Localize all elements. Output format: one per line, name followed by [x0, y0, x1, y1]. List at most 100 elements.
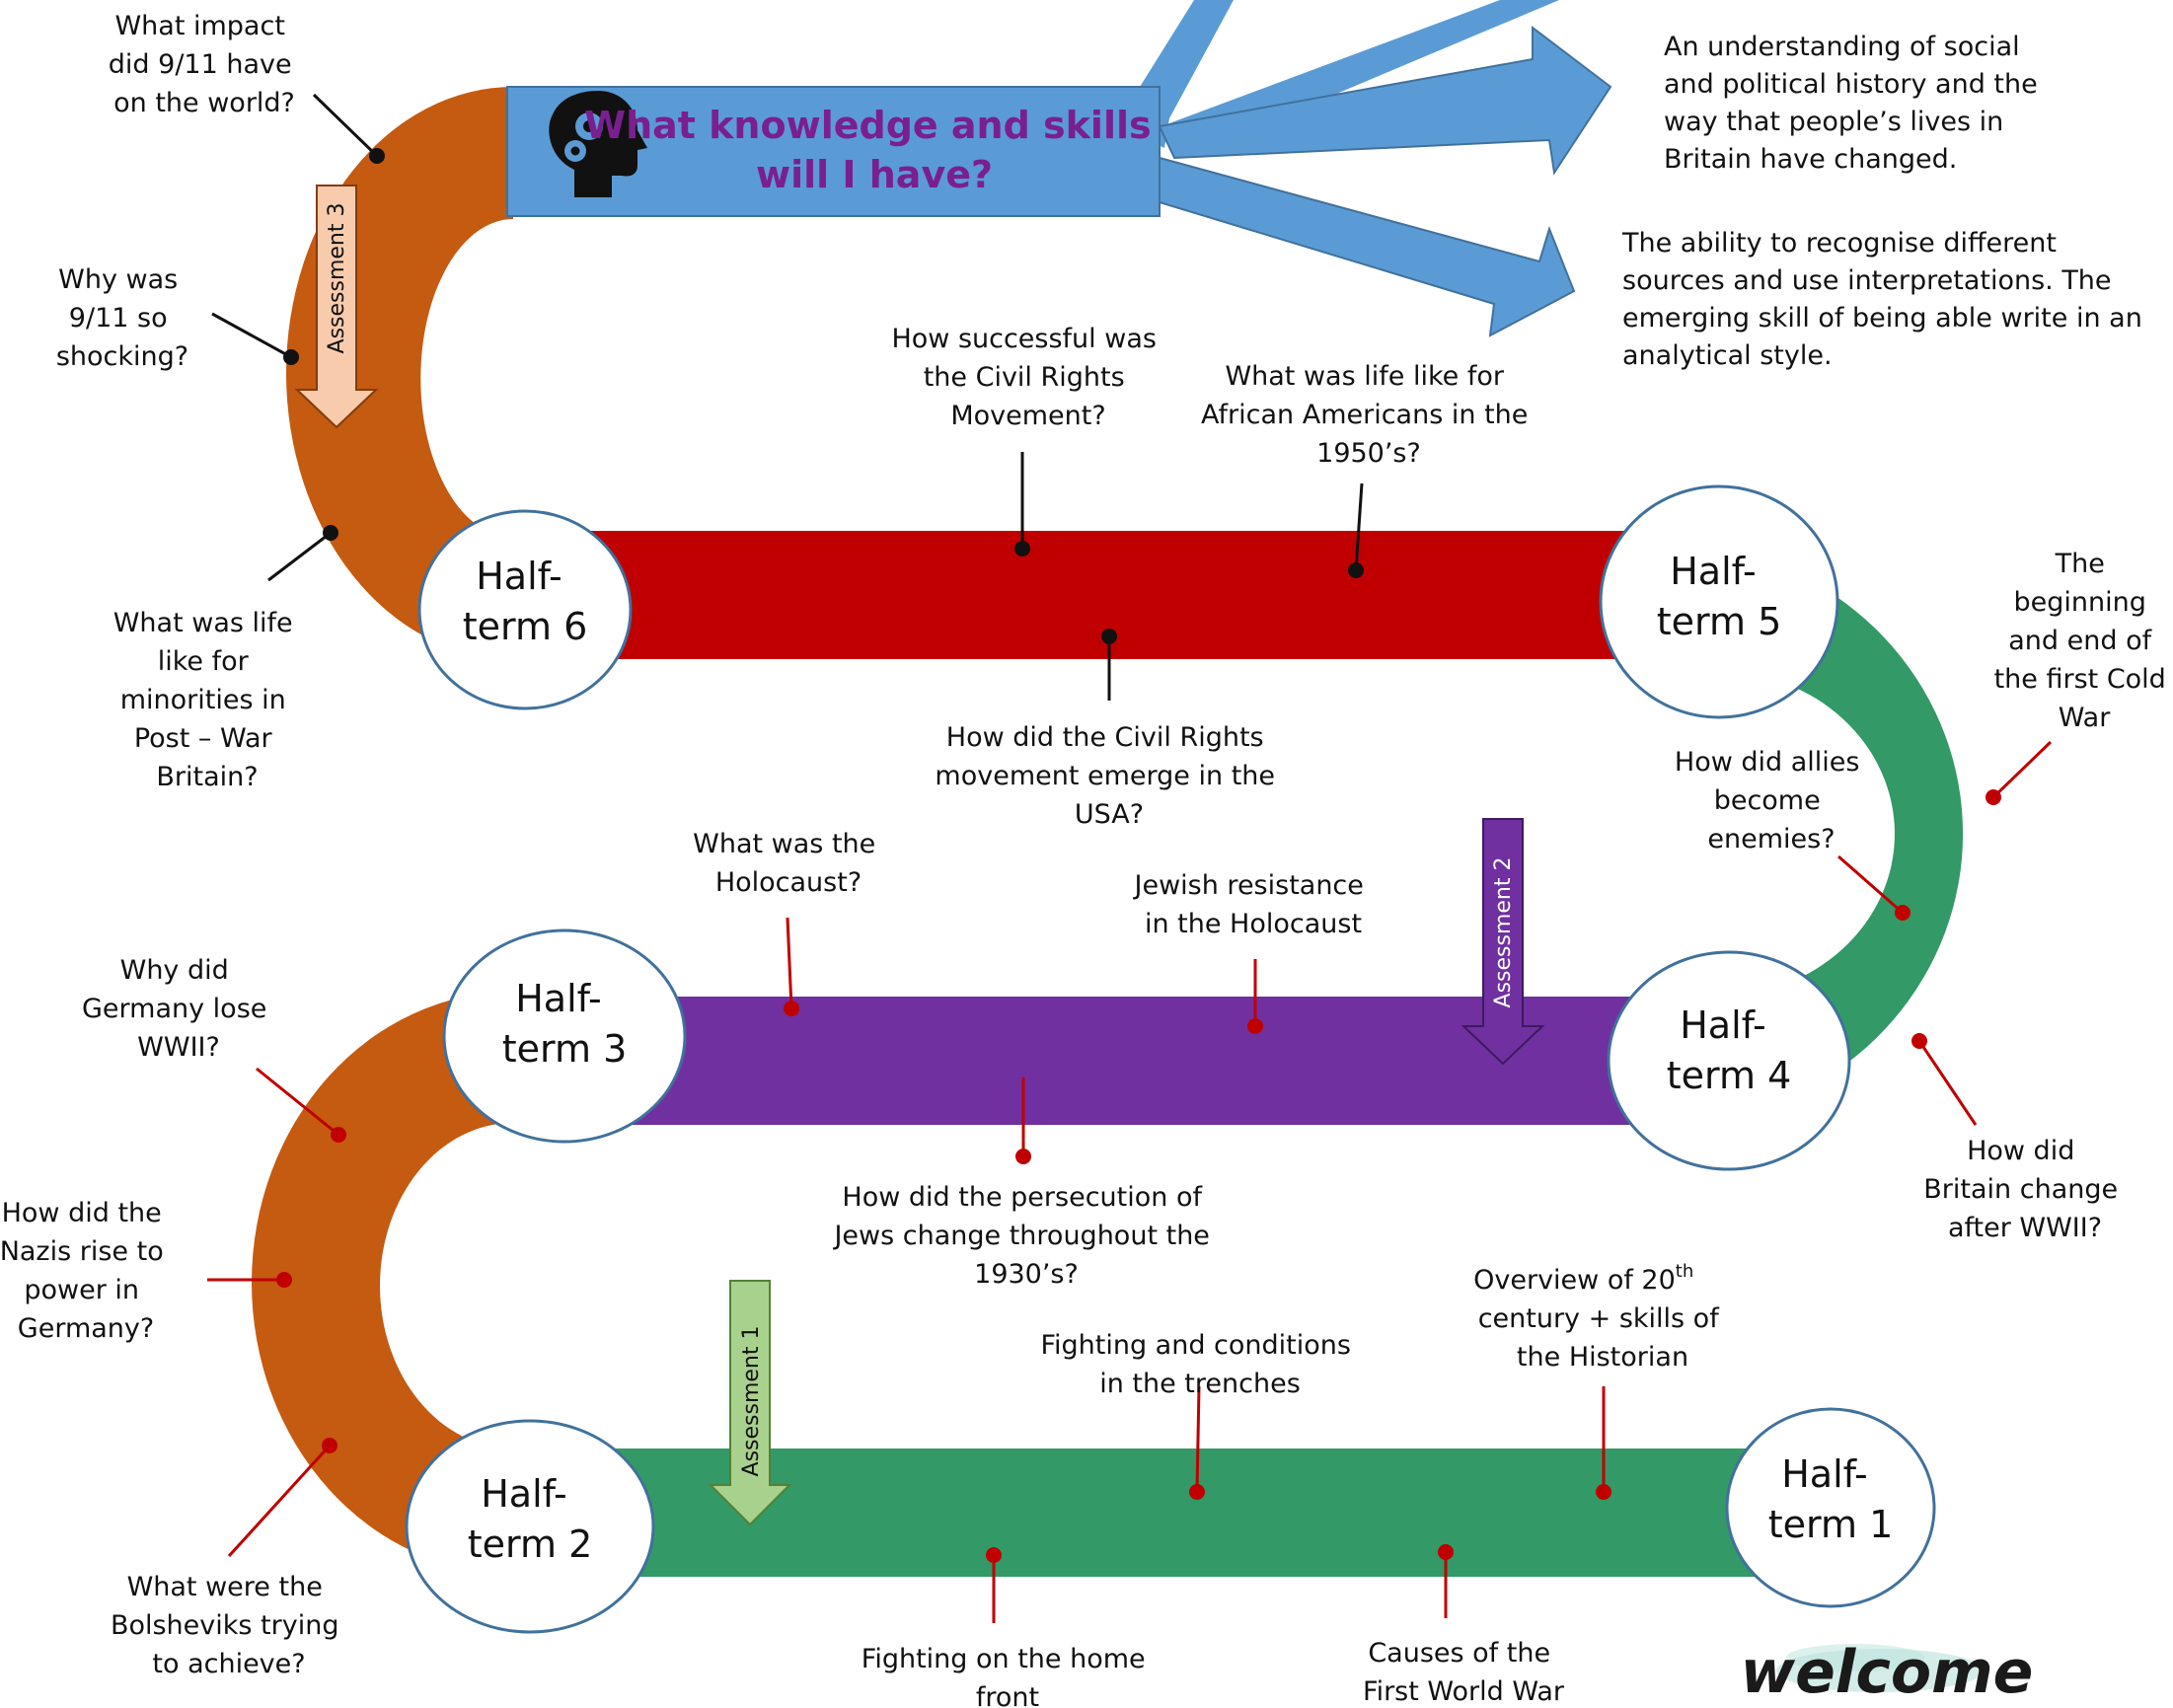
topic-allies-enemies-line-2: become [1714, 785, 1821, 816]
outcome-arrows [1115, 0, 1612, 337]
topic-resistance-line-1: Jewish resistance [1133, 870, 1364, 901]
topic-shocking-911-line-3: shocking? [56, 341, 188, 372]
banner-line-2: will I have? [756, 153, 993, 196]
outcome-1-line-3: way that people’s lives in [1664, 107, 2003, 137]
topic-minorities: What was life like for minorities in Pos… [113, 608, 302, 792]
topic-britain-change: How did Britain change after WWII? [1923, 1136, 2126, 1243]
topic-cold-war-line-5: War [2059, 703, 2112, 733]
topic-bolsheviks-line-3: to achieve? [152, 1649, 305, 1679]
half-term-6[interactable]: Half- term 6 [417, 509, 633, 710]
assessment-1-label: Assessment 1 [739, 1326, 764, 1477]
topic-trenches: Fighting and conditions in the trenches [1040, 1330, 1359, 1399]
topic-nazis-rise: How did the Nazis rise to power in Germa… [0, 1198, 172, 1344]
half-term-label-line-1: Half- [1680, 1003, 1765, 1047]
welcome-text: welcome [1741, 1638, 2034, 1707]
topic-nazis-rise-line-3: power in [24, 1275, 139, 1305]
topic-holocaust-line-2: Holocaust? [715, 867, 862, 898]
topic-cold-war-line-2: beginning [2014, 587, 2146, 618]
half-term-label-line-2: term 5 [1657, 600, 1782, 643]
topic-overview-line-2: century + skills of [1478, 1303, 1721, 1334]
half-term-label-line-1: Half- [1781, 1452, 1867, 1496]
assessment-3-arrow: Assessment 3 [294, 185, 379, 429]
topic-bolsheviks-line-1: What were the [127, 1572, 323, 1602]
topic-african-americans-line-3: 1950’s? [1316, 438, 1421, 469]
topic-germany-lose: Why did Germany lose WWII? [82, 955, 275, 1063]
topic-cold-war-line-3: and end of [2008, 626, 2152, 656]
topic-civil-rights-success-line-1: How successful was [891, 324, 1157, 354]
topic-home-front-line-1: Fighting on the home [862, 1644, 1146, 1674]
half-term-2[interactable]: Half- term 2 [405, 1419, 655, 1634]
outcome-text-1: An understanding of social and political… [1664, 32, 2046, 175]
topic-cold-war-line-1: The [2055, 549, 2105, 579]
topic-holocaust-line-1: What was the [693, 829, 875, 859]
assessment-3-label: Assessment 3 [325, 203, 349, 354]
topic-minorities-line-5: Britain? [156, 762, 258, 792]
topic-cold-war: The beginning and end of the first Cold … [1994, 549, 2173, 733]
topic-shocking-911-line-1: Why was [58, 264, 178, 295]
topic-allies-enemies-line-1: How did allies [1675, 747, 1860, 778]
topic-civil-rights-emerge: How did the Civil Rights movement emerge… [935, 722, 1283, 830]
assessment-1-arrow: Assessment 1 [708, 1280, 792, 1526]
topic-nazis-rise-line-1: How did the [2, 1198, 162, 1228]
topic-minorities-line-4: Post – War [134, 723, 273, 754]
topic-nazis-rise-line-4: Germany? [18, 1313, 154, 1344]
topic-persecution-line-1: How did the persecution of [842, 1182, 1203, 1213]
welcome-logo: welcome [1741, 1638, 2034, 1707]
outcome-2-line-1: The ability to recognise different [1621, 228, 2057, 259]
topic-causes-ww1: Causes of the First World War [1363, 1638, 1565, 1707]
topic-minorities-line-2: like for [158, 646, 250, 677]
outcome-arrow-2 [1159, 156, 1576, 337]
half-term-1[interactable]: Half- term 1 [1725, 1407, 1936, 1608]
road-red-ht5-ht6 [518, 531, 1633, 659]
half-term-label-line-2: term 6 [463, 605, 588, 648]
topic-home-front: Fighting on the home front [862, 1644, 1154, 1708]
topic-african-americans-line-1: What was life like for [1225, 361, 1504, 392]
topic-cold-war-line-4: the first Cold [1994, 664, 2166, 695]
outcome-2-line-4: analytical style. [1622, 340, 1833, 371]
half-term-label-line-1: Half- [481, 1472, 566, 1516]
outcome-2-line-3: emerging skill of being able write in an [1622, 303, 2142, 334]
half-term-label-line-1: Half- [515, 977, 601, 1020]
half-term-label: Half- term 4 [1667, 1003, 1792, 1097]
topic-britain-change-line-3: after WWII? [1948, 1213, 2102, 1243]
half-term-5[interactable]: Half- term 5 [1599, 484, 1839, 719]
leaders [207, 93, 2053, 1623]
topic-impact-911-line-3: on the world? [113, 88, 295, 118]
half-term-circle [1599, 484, 1839, 719]
topic-shocking-911-line-2: 9/11 so [69, 303, 168, 334]
half-term-label: Half- term 3 [502, 977, 628, 1071]
banner-title: What knowledge and skills will I have? [584, 104, 1164, 196]
half-term-label-line-2: term 1 [1768, 1503, 1894, 1546]
half-term-label-line-1: Half- [1670, 550, 1756, 593]
topic-allies-enemies: How did allies become enemies? [1675, 747, 1868, 854]
topic-overview: Overview of 20th century + skills of the… [1473, 1253, 1727, 1373]
topic-germany-lose-line-2: Germany lose [82, 994, 266, 1024]
topic-african-americans-line-2: African Americans in the [1201, 400, 1528, 430]
half-term-circle [442, 928, 687, 1144]
half-term-label: Half- term 2 [468, 1472, 593, 1566]
topic-impact-911-line-2: did 9/11 have [109, 49, 292, 80]
topic-britain-change-line-1: How did [1967, 1136, 2074, 1166]
topic-germany-lose-line-1: Why did [120, 955, 229, 986]
topic-causes-ww1-line-1: Causes of the [1368, 1638, 1550, 1669]
outcome-2-line-2: sources and use interpretations. The [1622, 265, 2112, 296]
topic-overview-line-1: Overview of 20 [1473, 1265, 1676, 1296]
topic-trenches-line-2: in the trenches [1099, 1369, 1301, 1399]
half-term-4[interactable]: Half- term 4 [1607, 950, 1851, 1171]
half-term-label: Half- term 1 [1768, 1452, 1894, 1546]
topic-resistance: Jewish resistance in the Holocaust [1133, 870, 1373, 939]
topic-civil-rights-emerge-line-1: How did the Civil Rights [946, 722, 1264, 753]
topic-causes-ww1-line-2: First World War [1363, 1676, 1565, 1707]
topic-overview-line-3: the Historian [1517, 1342, 1688, 1373]
assessment-2-label: Assessment 2 [1491, 857, 1516, 1008]
banner-line-1: What knowledge and skills [584, 104, 1151, 147]
half-term-3[interactable]: Half- term 3 [442, 928, 687, 1144]
outcome-1-line-1: An understanding of social [1664, 32, 2020, 62]
half-term-label-line-2: term 2 [468, 1522, 593, 1566]
half-term-label-line-2: term 4 [1667, 1054, 1792, 1097]
half-term-circle [1725, 1407, 1936, 1608]
topic-germany-lose-line-3: WWII? [137, 1032, 220, 1063]
road-green-ht1-ht2 [528, 1448, 1811, 1577]
outcome-text-2: The ability to recognise different sourc… [1621, 228, 2150, 371]
topic-holocaust: What was the Holocaust? [693, 829, 884, 898]
